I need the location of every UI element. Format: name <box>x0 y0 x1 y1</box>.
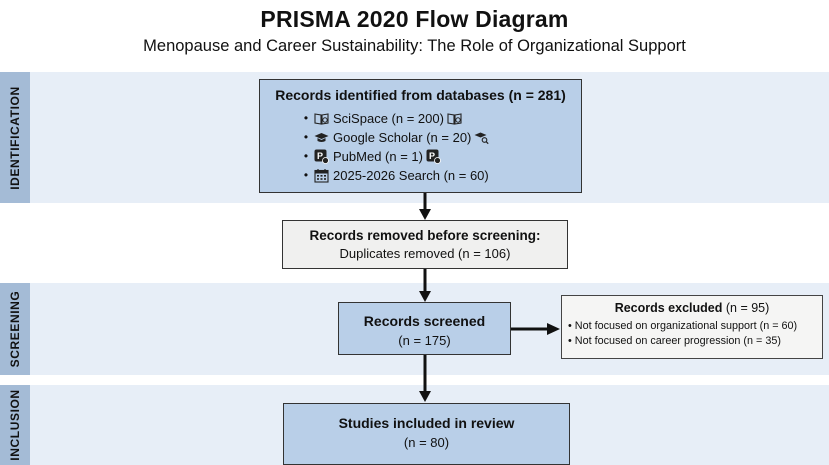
exclusion-reason: • Not focused on career progression (n =… <box>568 335 781 347</box>
records-screened-count: (n = 175) <box>398 333 451 348</box>
book-search-icon <box>447 111 462 126</box>
records-excluded-count: (n = 95) <box>725 301 770 315</box>
graduation-cap-icon <box>474 130 490 145</box>
records-removed-heading: Records removed before screening: <box>309 228 541 243</box>
records-excluded-heading: Records excluded <box>614 301 723 315</box>
source-item: • P PubMed (n = 1) P <box>298 147 581 166</box>
screening-label-bar: SCREENING <box>0 283 30 375</box>
source-label: Google Scholar (n = 20) <box>333 130 472 145</box>
source-item: • 2025-2026 Search (n = 60) <box>303 168 489 183</box>
records-identified-heading: Records identified from databases (n = 2… <box>275 87 566 103</box>
records-identified-box: Records identified from databases (n = 2… <box>259 79 582 193</box>
studies-included-box: Studies included in review (n = 80) <box>283 403 570 465</box>
svg-text:P: P <box>317 151 323 161</box>
records-screened-box: Records screened (n = 175) <box>338 302 511 355</box>
records-removed-box: Records removed before screening: Duplic… <box>282 220 568 269</box>
identification-label: IDENTIFICATION <box>8 85 22 190</box>
arrow-screened-to-included <box>419 355 431 402</box>
studies-included-count: (n = 80) <box>403 435 450 450</box>
diagram-subtitle: Menopause and Career Sustainability: The… <box>143 37 686 55</box>
arrow-identified-to-removed <box>419 193 431 220</box>
pubmed-icon: P <box>426 149 441 164</box>
calendar-icon <box>314 168 329 183</box>
inclusion-label: INCLUSION <box>8 389 22 461</box>
book-search-icon <box>314 111 329 126</box>
studies-included-heading: Studies included in review <box>338 415 515 431</box>
source-label: 2025-2026 Search (n = 60) <box>333 168 489 183</box>
records-screened-heading: Records screened <box>363 313 486 329</box>
svg-text:P: P <box>429 151 435 161</box>
identification-label-bar: IDENTIFICATION <box>0 72 30 203</box>
source-item: • Google Scholar (n = 20) <box>298 128 581 147</box>
screening-label: SCREENING <box>8 290 22 368</box>
records-removed-detail: Duplicates removed (n = 106) <box>339 246 511 261</box>
graduation-cap-icon <box>314 130 329 145</box>
inclusion-label-bar: INCLUSION <box>0 385 30 465</box>
arrow-removed-to-screened <box>419 269 431 302</box>
records-excluded-box: Records excluded (n = 95) • Not focused … <box>561 295 823 359</box>
source-label: PubMed (n = 1) <box>333 149 423 164</box>
arrow-screened-to-excluded <box>511 323 560 335</box>
source-item: • SciSpace (n = 200) <box>298 109 581 128</box>
diagram-title: PRISMA 2020 Flow Diagram <box>260 6 569 32</box>
exclusion-reason: • Not focused on organizational support … <box>568 320 798 332</box>
pubmed-icon: P <box>314 149 329 164</box>
source-label: SciSpace (n = 200) <box>333 111 444 126</box>
